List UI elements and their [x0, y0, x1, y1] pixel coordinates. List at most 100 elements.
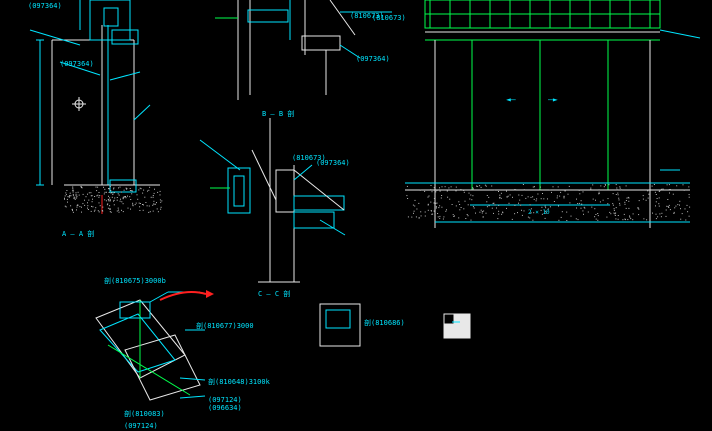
hatch-dot: [103, 193, 105, 195]
hatch-dot: [509, 194, 511, 196]
hatch-dot: [493, 212, 494, 214]
hatch-dot: [607, 198, 609, 200]
hatch-dot: [78, 194, 80, 196]
hatch-dot: [681, 213, 683, 215]
hatch-dot: [153, 192, 155, 194]
hatch-dot: [551, 191, 552, 193]
hatch-dot: [77, 191, 79, 193]
hatch-dot: [108, 195, 109, 197]
hatch-dot: [438, 207, 440, 209]
hatch-dot: [622, 219, 624, 221]
hatch-dot: [577, 203, 579, 204]
hatch-dot: [666, 184, 668, 186]
hatch-dot: [467, 215, 469, 217]
hatch-dot: [142, 204, 143, 205]
elevation-grid: [429, 0, 651, 28]
hatch-dot: [624, 201, 626, 203]
hatch-dot: [658, 205, 660, 207]
hatch-dot: [120, 191, 122, 193]
hatch-dot: [70, 205, 72, 207]
hatch-dot: [615, 212, 617, 214]
hatch-dot: [116, 199, 118, 201]
hatch-dot: [614, 213, 616, 215]
hatch-dot: [486, 206, 488, 208]
hatch-dot: [407, 216, 409, 218]
hatch-dot: [552, 186, 554, 188]
hatch-dot: [150, 196, 152, 198]
hatch-dot: [587, 211, 589, 213]
hatch-dot: [435, 207, 437, 209]
hatch-dot: [418, 217, 420, 219]
hatch-dot: [508, 202, 510, 204]
hatch-dot: [439, 215, 441, 217]
hatch-dot: [98, 196, 100, 198]
hatch-dot: [580, 200, 582, 202]
hatch-dot: [628, 200, 630, 202]
hatch-dot: [617, 215, 619, 216]
hatch-dot: [472, 187, 474, 189]
hatch-dot: [652, 212, 653, 214]
hatch-dot: [108, 188, 110, 190]
hatch-dot: [453, 215, 455, 217]
hatch-dot: [119, 186, 121, 188]
hatch-dot: [108, 192, 110, 193]
hatch-dot: [511, 218, 513, 220]
callout-arrowhead: [206, 290, 214, 298]
hatch-dot: [499, 194, 501, 196]
hatch-dot: [669, 209, 671, 211]
hatch-dot: [449, 198, 451, 200]
hatch-dot: [603, 186, 605, 188]
hatch-dot: [460, 189, 462, 190]
hatch-dot: [125, 187, 127, 189]
hatch-dot: [149, 211, 151, 213]
hatch-dot: [437, 216, 439, 218]
hatch-dot: [91, 201, 93, 203]
hatch-dot: [436, 202, 438, 204]
hatch-dot: [498, 204, 500, 206]
hatch-dot: [480, 209, 482, 211]
hatch-dot: [502, 211, 504, 213]
hatch-dot: [139, 203, 141, 204]
hatch-dot: [455, 205, 457, 207]
hatch-dot: [533, 198, 535, 200]
hatch-dot: [594, 208, 596, 210]
hatch-dot: [117, 207, 119, 209]
hatch-dot: [506, 196, 508, 198]
hatch-dot: [682, 184, 684, 186]
hatch-dot: [613, 209, 615, 211]
hatch-dot: [558, 205, 559, 207]
hatch-dot: [529, 204, 531, 206]
hatch-dot: [428, 195, 430, 197]
hatch-dot: [132, 202, 134, 204]
hatch-dot: [581, 203, 583, 205]
hatch-dot: [624, 203, 626, 205]
hatch-dot: [116, 210, 118, 212]
hatch-dot: [146, 205, 148, 207]
hatch-dot: [105, 200, 107, 202]
hatch-dot: [517, 212, 518, 214]
hatch-dot: [446, 190, 448, 192]
hatch-dot: [617, 194, 619, 196]
hatch-dot: [85, 196, 87, 198]
hatch-dot: [647, 197, 649, 199]
hatch-dot: [642, 198, 644, 200]
hatch-dot: [683, 189, 685, 191]
hatch-dot: [140, 188, 142, 190]
hatch-dot: [64, 197, 65, 199]
hatch-dot: [584, 207, 586, 209]
hatch-dot: [427, 203, 429, 205]
hatch-dot: [127, 195, 128, 197]
hatch-dot: [592, 184, 594, 186]
hatch-dot: [655, 218, 657, 220]
hatch-dot: [136, 194, 138, 196]
hatch-dot: [159, 199, 161, 201]
hatch-dot: [65, 206, 67, 208]
hatch-dot: [493, 189, 495, 191]
hatch-dot: [499, 197, 500, 199]
hatch-dot: [111, 192, 113, 194]
hatch-dot: [113, 200, 114, 202]
section-bb-top: [215, 0, 392, 100]
hatch-dot: [475, 212, 476, 214]
hatch-dot: [98, 211, 100, 213]
